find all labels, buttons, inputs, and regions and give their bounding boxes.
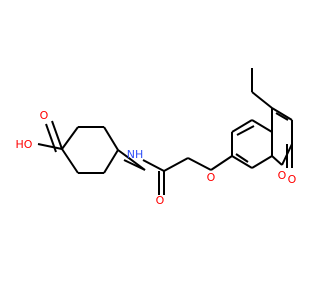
bond-ch2-nh (123, 159, 146, 171)
bond-aryl-6-inner (235, 153, 249, 163)
bond-aryl-3 (251, 119, 273, 133)
amide-nitrogen-label: NH (127, 148, 144, 161)
bond-pyrone-2 (271, 107, 293, 121)
bond-ethyl-1 (251, 91, 273, 109)
bond-ch2 (117, 149, 146, 171)
hydroxyl-label: HO (16, 138, 33, 151)
atom-labels: HO O NH O O O O (16, 109, 297, 207)
carboxyl-oxygen-label: O (40, 109, 49, 122)
amide-oxygen-label: O (156, 194, 165, 207)
bond-carbonyl-ch2 (163, 157, 189, 172)
lactone-oxygen-label: O (288, 173, 297, 186)
bond-oxygen-aryl (210, 155, 233, 171)
bonds (37, 68, 293, 195)
bond-aryl-2-inner (236, 125, 255, 136)
bond-aryl-6 (231, 155, 253, 169)
bond-ch2-oxygen (187, 157, 212, 171)
bond-cyclohexane-6 (61, 148, 79, 174)
bond-acid-co2 (45, 123, 57, 153)
ether-oxygen-label: O (207, 171, 216, 184)
bond-aryl-2 (231, 119, 253, 133)
ring-oxygen-label: O (278, 169, 287, 182)
bond-pyrone-5 (271, 155, 283, 166)
molecule-structure: HO O NH O O O O (16, 68, 297, 207)
bond-acid-co1 (51, 120, 63, 150)
bond-cyclohexane-1 (61, 126, 79, 150)
bond-aryl-5 (251, 155, 273, 169)
bond-cyclohexane-4 (103, 149, 119, 174)
bond-acid-ho (37, 143, 63, 150)
bond-nh-carbonyl (142, 159, 165, 172)
bond-cyclohexane-3 (103, 126, 119, 151)
bond-pyrone-double (275, 112, 289, 121)
